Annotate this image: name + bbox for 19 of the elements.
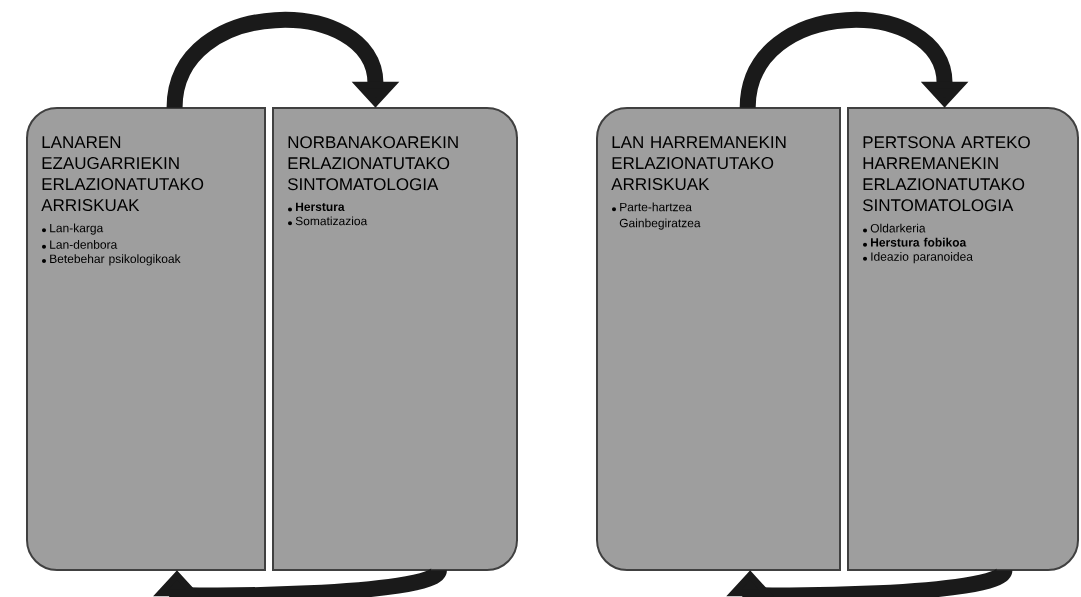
curved-arrow [166,12,400,109]
bullet-item: Somatizazioa [288,216,368,226]
process-box [272,107,518,571]
heading-text: LAN HARREMANEKIN ERLAZIONATUTAKO ARRISKUAK [611,136,786,191]
bullet-item: Betebehar psikologikoak [42,254,181,266]
process-box [596,107,841,571]
bullet-item: Herstura [288,202,345,212]
bullet-item: Herstura fobikoa [863,237,967,247]
heading-text: PERTSONA ARTEKO HARREMANEKIN ERLAZIONATUTAKO SINTOMATOLOGIA [863,136,1030,212]
heading-text: LANAREN EZAUGARRIEKIN ERLAZIONATUTAKO ARRISKUAK [41,136,204,212]
process-box [847,107,1079,571]
bullet-item: Lan-denbora [42,240,118,249]
bullet-item: Ideazio paranoidea [863,252,973,264]
process-box [26,107,266,571]
bullet-item: Lan-karga [42,223,104,235]
curved-arrow [739,12,969,109]
bullet-item: Oldarkeria [863,223,926,233]
heading-text: NORBANAKOAREKIN ERLAZIONATUTAKO SINTOMATOLOGIA [287,136,458,191]
bullet-item: Parte-hartzea Gainbegiratzea [612,202,701,230]
